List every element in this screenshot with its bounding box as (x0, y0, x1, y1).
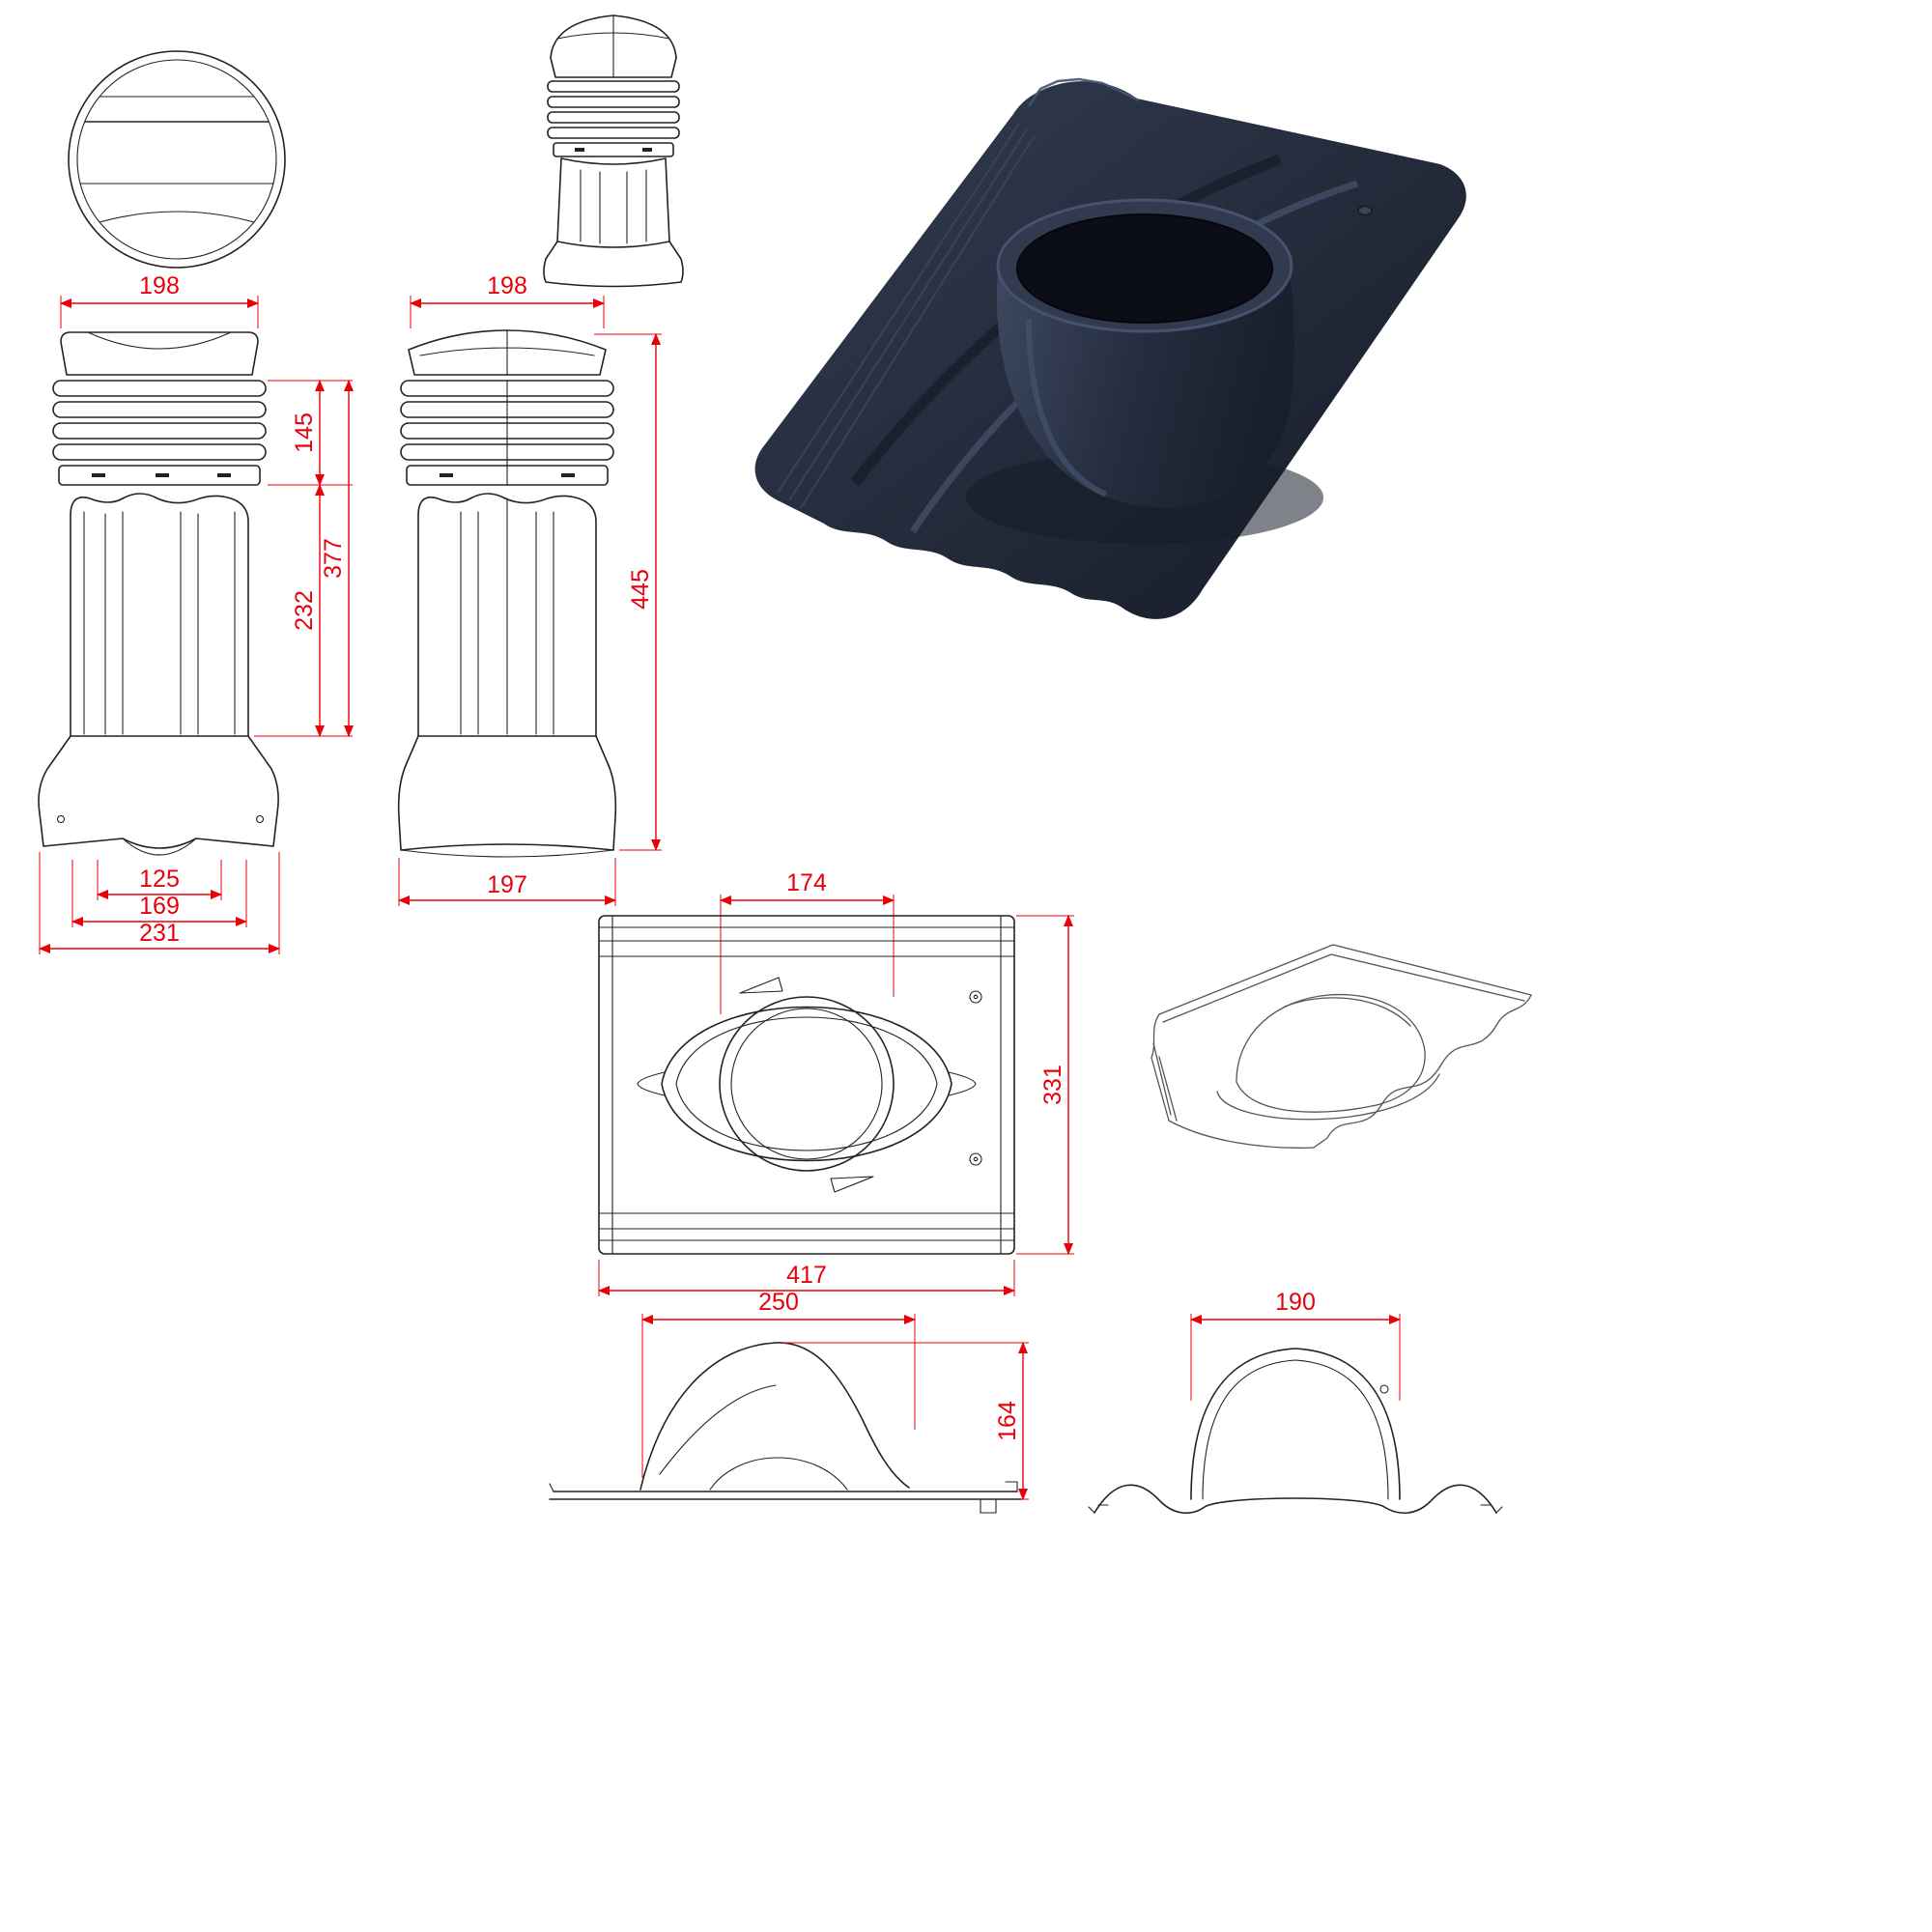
dim-label: 125 (139, 866, 180, 893)
adapter-3d-view (1151, 944, 1532, 1149)
adapter-collar (637, 977, 977, 1193)
dim-label: 145 (291, 412, 318, 453)
dim-label: 190 (1275, 1289, 1316, 1316)
vent-cap (60, 331, 259, 376)
dimension-front-heights: 145 232 377 (254, 380, 354, 737)
dimension-front-base-widths: 125 169 231 (39, 852, 280, 954)
dim-label: 331 (1039, 1065, 1066, 1105)
dimension-dome-width: 190 (1190, 1289, 1401, 1401)
vent-base-skirt (38, 735, 279, 856)
dim-label: 250 (758, 1289, 799, 1316)
dim-label: 164 (994, 1401, 1021, 1441)
dimension-front-top-width: 198 (60, 272, 259, 328)
vent-base-skirt-side (397, 735, 617, 858)
dimension-side-total-height: 445 (594, 333, 662, 851)
adapter-side-view: 250 164 (549, 1289, 1029, 1514)
vent-front-view: 198 145 (38, 272, 354, 954)
adapter-top-view: 174 331 417 (598, 869, 1074, 1296)
vent-cap-side (408, 329, 607, 376)
dim-label: 377 (320, 538, 347, 579)
adapter-dome-3d (1236, 993, 1426, 1113)
dimension-side-top-width: 198 (410, 272, 605, 328)
dimension-dome-length: 250 (641, 1289, 916, 1478)
dim-label: 197 (487, 871, 527, 898)
dim-label: 445 (627, 569, 654, 610)
vent-side-view: 198 445 1 (397, 272, 662, 906)
vent-opening-3d (1016, 213, 1273, 324)
vent-hole-inner (730, 1008, 883, 1160)
vent-top-view (68, 50, 286, 269)
dim-label: 174 (786, 869, 827, 896)
nail-hole (1357, 205, 1373, 216)
vent-louvers (52, 380, 267, 486)
dimension-adapter-height: 164 (781, 1342, 1029, 1500)
adapter-front-view: 190 (1088, 1289, 1503, 1514)
dim-label: 198 (139, 272, 180, 299)
dim-label: 417 (786, 1262, 827, 1289)
vent-hole-outer (719, 996, 895, 1172)
dim-label: 198 (487, 272, 527, 299)
vent-outline-small (543, 14, 684, 288)
vent-body-side (417, 493, 597, 737)
vent-body (70, 493, 249, 737)
dimension-side-base-width: 197 (398, 858, 616, 906)
adapter-front-profile (1088, 1348, 1503, 1514)
vent-collar-3d (997, 269, 1294, 508)
adapter-side-profile (549, 1342, 1022, 1514)
dimension-plate-width: 417 (598, 1260, 1015, 1296)
tile-3d-render (754, 77, 1466, 619)
dim-label: 232 (291, 590, 318, 631)
vent-louvers-side (400, 380, 614, 486)
screw-holes (969, 990, 982, 1166)
dim-label: 231 (139, 920, 180, 947)
dimension-opening-width: 174 (720, 869, 895, 1014)
dim-label: 169 (139, 893, 180, 920)
dimension-plate-depth: 331 (1016, 915, 1074, 1255)
adapter-plate (598, 915, 1015, 1255)
